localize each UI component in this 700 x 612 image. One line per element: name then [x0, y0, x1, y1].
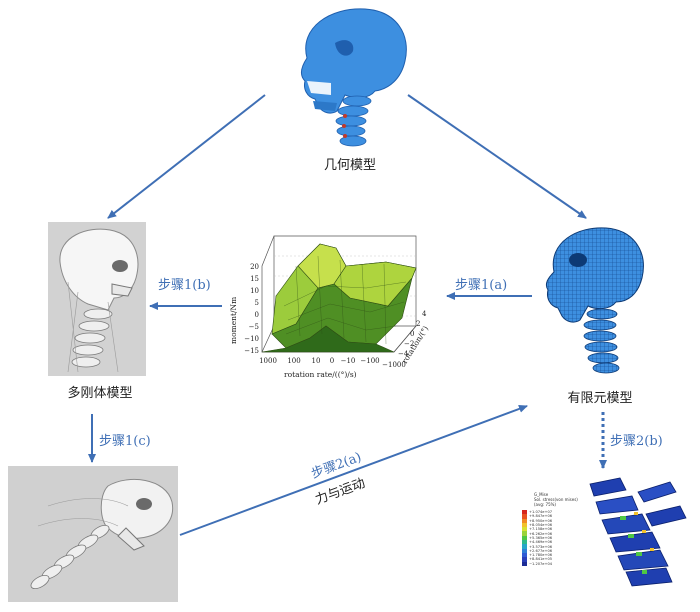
legend-swatch [522, 535, 527, 541]
x-tick: 1000 [259, 357, 277, 365]
multibody-model-label: 多刚体模型 [67, 386, 133, 401]
legend-value: +5.365e+06 [529, 535, 553, 540]
z-tick: −15 [244, 347, 259, 355]
legend-value: +4.469e+06 [529, 540, 553, 545]
y-tick-labels: 4 2 0 −2 −4 [398, 310, 427, 358]
x-axis-label: rotation rate/((°)/s) [284, 370, 357, 379]
legend-row: +1.780e+06 [522, 552, 582, 558]
legend-title-line: (avg: 75%) [534, 502, 556, 507]
y-tick: −2 [404, 340, 414, 348]
legend-value: +7.158e+06 [529, 527, 553, 532]
step-1c-label: 步骤1(c) [99, 434, 151, 449]
legend-row: +9.847e+06 [522, 514, 582, 519]
x-tick: −10 [341, 357, 356, 365]
z-axis-label: moment/Nm [229, 297, 238, 344]
stress-legend-title: G_Mise Sol. stress(von mises) (avg: 75%) [534, 492, 578, 507]
legend-row: +8.841e+05 [522, 557, 582, 562]
step-1b-label: 步骤1(b) [158, 278, 211, 293]
legend-value: +8.950e+06 [529, 518, 553, 523]
x-tick: 10 [312, 357, 321, 365]
y-tick: −4 [398, 350, 409, 358]
legend-swatch [522, 514, 527, 519]
legend-value: +1.780e+06 [529, 553, 553, 558]
x-tick: −100 [360, 357, 379, 365]
legend-row: +1.074e+07 [522, 510, 582, 515]
legend-swatch [522, 548, 527, 553]
legend-value: +3.573e+06 [529, 544, 553, 549]
z-tick-labels: 20 15 10 5 0 −5 −10 −15 [244, 263, 259, 355]
z-tick: −10 [244, 335, 259, 343]
z-tick: 10 [250, 287, 259, 295]
legend-swatch [522, 540, 527, 545]
geometry-skull-image [300, 8, 407, 147]
moment-surface-plot: 20 15 10 5 0 −5 −10 −15 moment/Nm 1000 1… [229, 235, 430, 379]
fem-model-label: 有限元模型 [567, 391, 633, 406]
legend-value: +8.841e+05 [529, 557, 553, 562]
legend-swatch [522, 557, 527, 562]
z-tick: −5 [249, 323, 259, 331]
legend-value: +1.074e+07 [529, 510, 553, 515]
legend-value: +9.847e+06 [529, 514, 553, 519]
legend-row: +5.365e+06 [522, 535, 582, 541]
legend-value: −1.207e+04 [529, 561, 553, 566]
dynamic-multibody-image [8, 466, 178, 602]
x-tick: 100 [287, 357, 300, 365]
legend-row: +4.469e+06 [522, 540, 582, 545]
legend-swatch [522, 527, 527, 532]
y-tick: 4 [422, 310, 427, 318]
legend-swatch [522, 531, 527, 536]
legend-swatch [522, 518, 527, 523]
y-tick: 0 [410, 330, 414, 338]
multibody-model-image [48, 222, 146, 376]
legend-swatch [522, 510, 527, 515]
legend-title-line: Sol. stress(von mises) [534, 497, 578, 502]
stress-legend: +1.074e+07+9.847e+06+8.950e+06+8.054e+06… [522, 510, 582, 566]
legend-swatch [522, 544, 527, 549]
legend-swatch [522, 552, 527, 558]
x-tick-labels: 1000 100 10 0 −10 −100 −1000 [259, 357, 406, 369]
step-1a-label: 步骤1(a) [455, 278, 508, 293]
arrow-dynamic-to-fem [179, 405, 528, 536]
geometry-model-label: 几何模型 [323, 158, 376, 173]
legend-swatch [522, 522, 527, 528]
z-tick: 15 [250, 275, 259, 283]
z-tick: 5 [255, 299, 259, 307]
x-tick: 0 [330, 357, 334, 365]
legend-row: +8.054e+06 [522, 522, 582, 528]
legend-row: +2.677e+06 [522, 548, 582, 553]
legend-title-line: G_Mise [534, 492, 549, 497]
legend-row: +6.262e+06 [522, 531, 582, 536]
step-2b-label: 步骤2(b) [610, 434, 663, 449]
arrow-geometry-to-multibody [107, 94, 266, 219]
legend-row: +7.158e+06 [522, 527, 582, 532]
legend-value: +6.262e+06 [529, 531, 553, 536]
legend-value: +8.054e+06 [529, 523, 553, 528]
legend-swatch [522, 561, 527, 566]
z-tick: 20 [250, 263, 259, 271]
y-tick: 2 [416, 320, 420, 328]
legend-value: +2.677e+06 [529, 548, 553, 553]
z-tick: 0 [255, 311, 259, 319]
legend-row: −1.207e+04 [522, 561, 582, 566]
fem-model-image [545, 227, 644, 374]
x-tick: −1000 [382, 361, 406, 369]
legend-row: +8.950e+06 [522, 518, 582, 523]
arrow-geometry-to-fem [407, 94, 587, 219]
fem-stress-result-image: G_Mise Sol. stress(von mises) (avg: 75%)… [520, 472, 690, 592]
legend-row: +3.573e+06 [522, 544, 582, 549]
